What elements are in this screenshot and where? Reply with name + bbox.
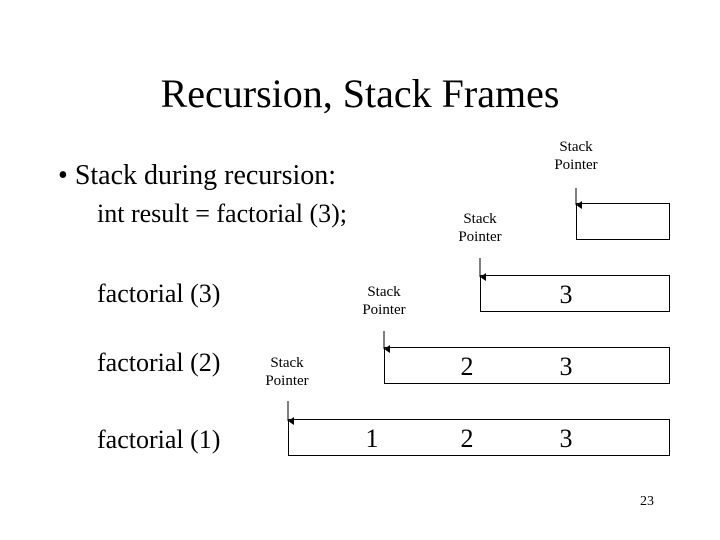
stack-pointer-label-4: Stack Pointer: [265, 355, 309, 389]
stack-box-factorial-2: [384, 347, 670, 384]
bullet-text: Stack during recursion:: [74, 160, 337, 191]
stack-box-factorial-1: [288, 419, 670, 456]
stack-pointer-label-3: Stack Pointer: [362, 284, 406, 318]
stack-pointer-label-1: Stack Pointer: [554, 139, 598, 173]
stack-value: 3: [559, 424, 573, 453]
stack-value: 2: [460, 424, 474, 453]
page-number: 23: [640, 494, 654, 509]
stack-box-empty: [576, 203, 670, 240]
stack-box-factorial-3: [480, 275, 670, 312]
call-label-factorial-1: factorial (1): [97, 425, 221, 454]
bullet-marker: •: [58, 160, 68, 191]
stack-value: 3: [559, 352, 573, 381]
bullet-item: • Stack during recursion:: [58, 160, 336, 192]
call-label-factorial-2: factorial (2): [97, 348, 221, 377]
stack-value: 1: [365, 424, 379, 453]
code-line: int result = factorial (3);: [97, 199, 348, 228]
call-label-factorial-3: factorial (3): [97, 279, 221, 308]
stack-pointer-label-2: Stack Pointer: [458, 211, 502, 245]
slide-title: Recursion, Stack Frames: [160, 71, 560, 116]
stack-value: 3: [559, 280, 573, 309]
stack-value: 2: [460, 352, 474, 381]
